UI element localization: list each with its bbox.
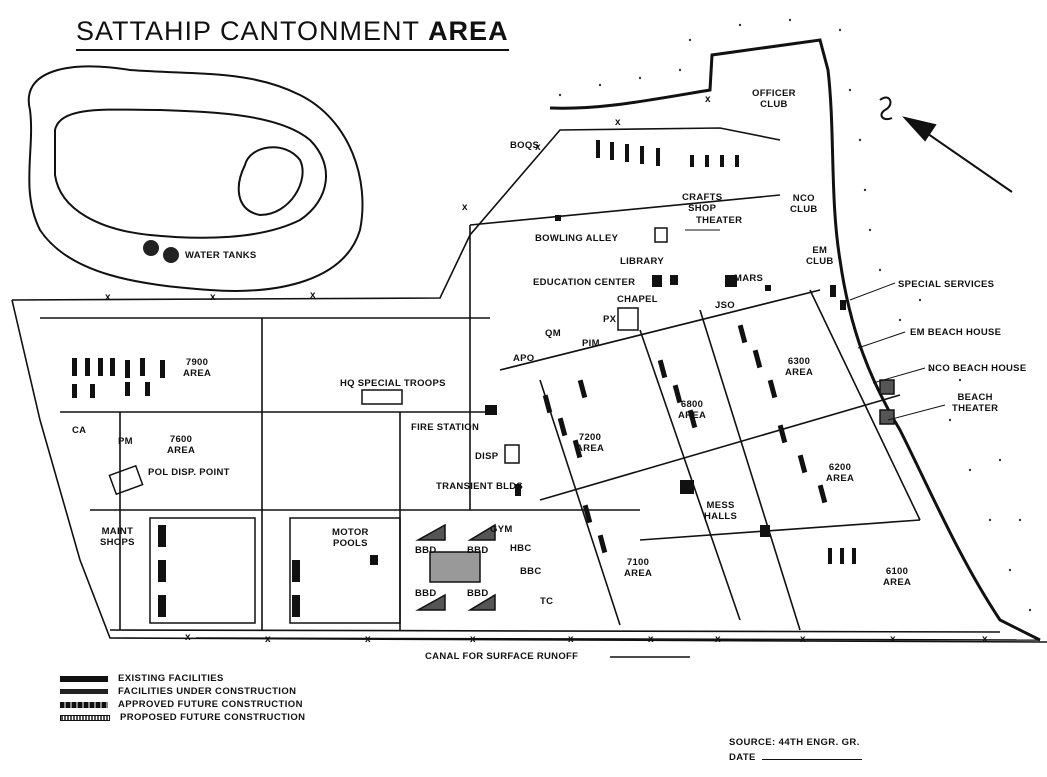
legend-label: FACILITIES UNDER CONSTRUCTION <box>118 686 297 697</box>
svg-text:x: x <box>462 202 468 213</box>
label-library: LIBRARY <box>620 256 664 267</box>
legend-label: PROPOSED FUTURE CONSTRUCTION <box>120 712 306 723</box>
source-text: SOURCE: 44TH ENGR. GR. <box>729 737 860 748</box>
svg-text:x: x <box>265 634 271 645</box>
buildings <box>72 140 856 617</box>
legend-item: EXISTING FACILITIES <box>60 672 305 685</box>
svg-text:x: x <box>185 632 191 643</box>
label-pim: PIM <box>582 338 600 349</box>
legend-swatch <box>60 675 108 682</box>
label-nco-club: NCO CLUB <box>790 193 818 215</box>
road-network <box>11 127 1047 643</box>
date-label: DATE <box>729 752 756 763</box>
legend-label: APPROVED FUTURE CONSTRUCTION <box>118 699 303 710</box>
leader-lines <box>685 229 946 421</box>
label-disp: DISP <box>475 451 499 462</box>
svg-text:x: x <box>210 292 216 303</box>
label-hbc: HBC <box>510 543 532 554</box>
label-water-tanks: WATER TANKS <box>185 250 257 261</box>
label-canal: CANAL FOR SURFACE RUNOFF <box>425 651 579 662</box>
water-tank <box>143 240 159 256</box>
label-nco-beach-house: NCO BEACH HOUSE <box>928 363 1027 374</box>
svg-text:x: x <box>535 142 541 153</box>
label-bbd-4: BBD <box>467 588 489 599</box>
water-tank <box>163 247 179 263</box>
label-mess-halls: MESS HALLS <box>704 500 738 522</box>
label-qm: QM <box>545 328 561 339</box>
label-tc: TC <box>540 596 554 607</box>
label-area-7900: 7900 AREA <box>183 357 212 379</box>
label-area-6200: 6200 AREA <box>826 462 855 484</box>
legend-swatch <box>60 714 110 721</box>
legend-item: APPROVED FUTURE CONSTRUCTION <box>60 698 305 711</box>
label-mars: MARS <box>734 273 764 284</box>
date-line: DATE <box>729 752 862 763</box>
label-pol-disp-point: POL DISP. POINT <box>148 467 230 478</box>
label-crafts-shop: CRAFTS SHOP <box>682 192 723 214</box>
legend-item: PROPOSED FUTURE CONSTRUCTION <box>60 711 305 724</box>
shoreline <box>549 38 1041 642</box>
label-area-7100: 7100 AREA <box>624 557 653 579</box>
date-blank <box>761 759 862 760</box>
legend: EXISTING FACILITIES FACILITIES UNDER CONS… <box>60 672 305 724</box>
label-area-6800: 6800 AREA <box>678 399 707 421</box>
label-bbd-3: BBD <box>415 588 437 599</box>
svg-text:x: x <box>105 292 111 303</box>
label-area-6300: 6300 AREA <box>785 356 814 378</box>
label-hq-special-troops: HQ SPECIAL TROOPS <box>340 378 446 389</box>
label-special-services: SPECIAL SERVICES <box>898 279 995 290</box>
label-bowling-alley: BOWLING ALLEY <box>535 233 619 244</box>
svg-text:x: x <box>365 634 371 645</box>
label-theater: THEATER <box>696 215 743 226</box>
title-text: SATTAHIP CANTONMENT <box>76 16 420 46</box>
structures <box>108 227 895 624</box>
label-ca: CA <box>72 425 87 436</box>
label-px: PX <box>603 314 617 325</box>
source-note: SOURCE: 44TH ENGR. GR. DATE <box>729 737 862 763</box>
label-chapel: CHAPEL <box>617 294 658 305</box>
label-area-7200: 7200 AREA <box>576 432 605 454</box>
label-boqs: BOQS <box>510 140 540 151</box>
label-apo: APO <box>513 353 535 364</box>
label-fire-station: FIRE STATION <box>411 422 480 433</box>
label-area-7600: 7600 AREA <box>167 434 196 456</box>
label-pm: PM <box>118 436 133 447</box>
map-title: SATTAHIP CANTONMENT AREA <box>76 16 509 51</box>
label-officer-club: OFFICER CLUB <box>752 88 796 110</box>
label-bbd-2: BBD <box>467 545 489 556</box>
legend-swatch <box>60 689 108 694</box>
svg-text:x: x <box>705 94 711 105</box>
title-bold: AREA <box>428 16 509 46</box>
label-motor-pools: MOTOR POOLS <box>332 527 369 549</box>
label-area-6100: 6100 AREA <box>883 566 912 588</box>
label-bbc: BBC <box>520 566 542 577</box>
legend-swatch <box>60 701 108 708</box>
label-jso: JSO <box>715 300 735 311</box>
island <box>237 146 304 217</box>
canal-line <box>195 637 1041 658</box>
label-transient-blds: TRANSIENT BLDS <box>436 481 524 492</box>
label-gym: GYM <box>490 524 513 535</box>
barracks <box>542 324 828 554</box>
svg-text:x: x <box>615 117 621 128</box>
lake <box>27 65 364 292</box>
arrow-icon <box>879 96 1013 193</box>
legend-item: FACILITIES UNDER CONSTRUCTION <box>60 685 305 698</box>
label-em-beach-house: EM BEACH HOUSE <box>910 327 1002 338</box>
label-bbd-1: BBD <box>415 545 437 556</box>
beach-dots <box>558 18 1032 612</box>
label-em-club: EM CLUB <box>806 245 834 267</box>
label-beach-theater: BEACH THEATER <box>952 392 999 414</box>
svg-text:x: x <box>310 290 316 301</box>
label-maint-shops: MAINT SHOPS <box>100 526 135 548</box>
label-education-center: EDUCATION CENTER <box>533 277 636 288</box>
legend-label: EXISTING FACILITIES <box>118 673 224 684</box>
svg-text:x: x <box>470 634 476 645</box>
